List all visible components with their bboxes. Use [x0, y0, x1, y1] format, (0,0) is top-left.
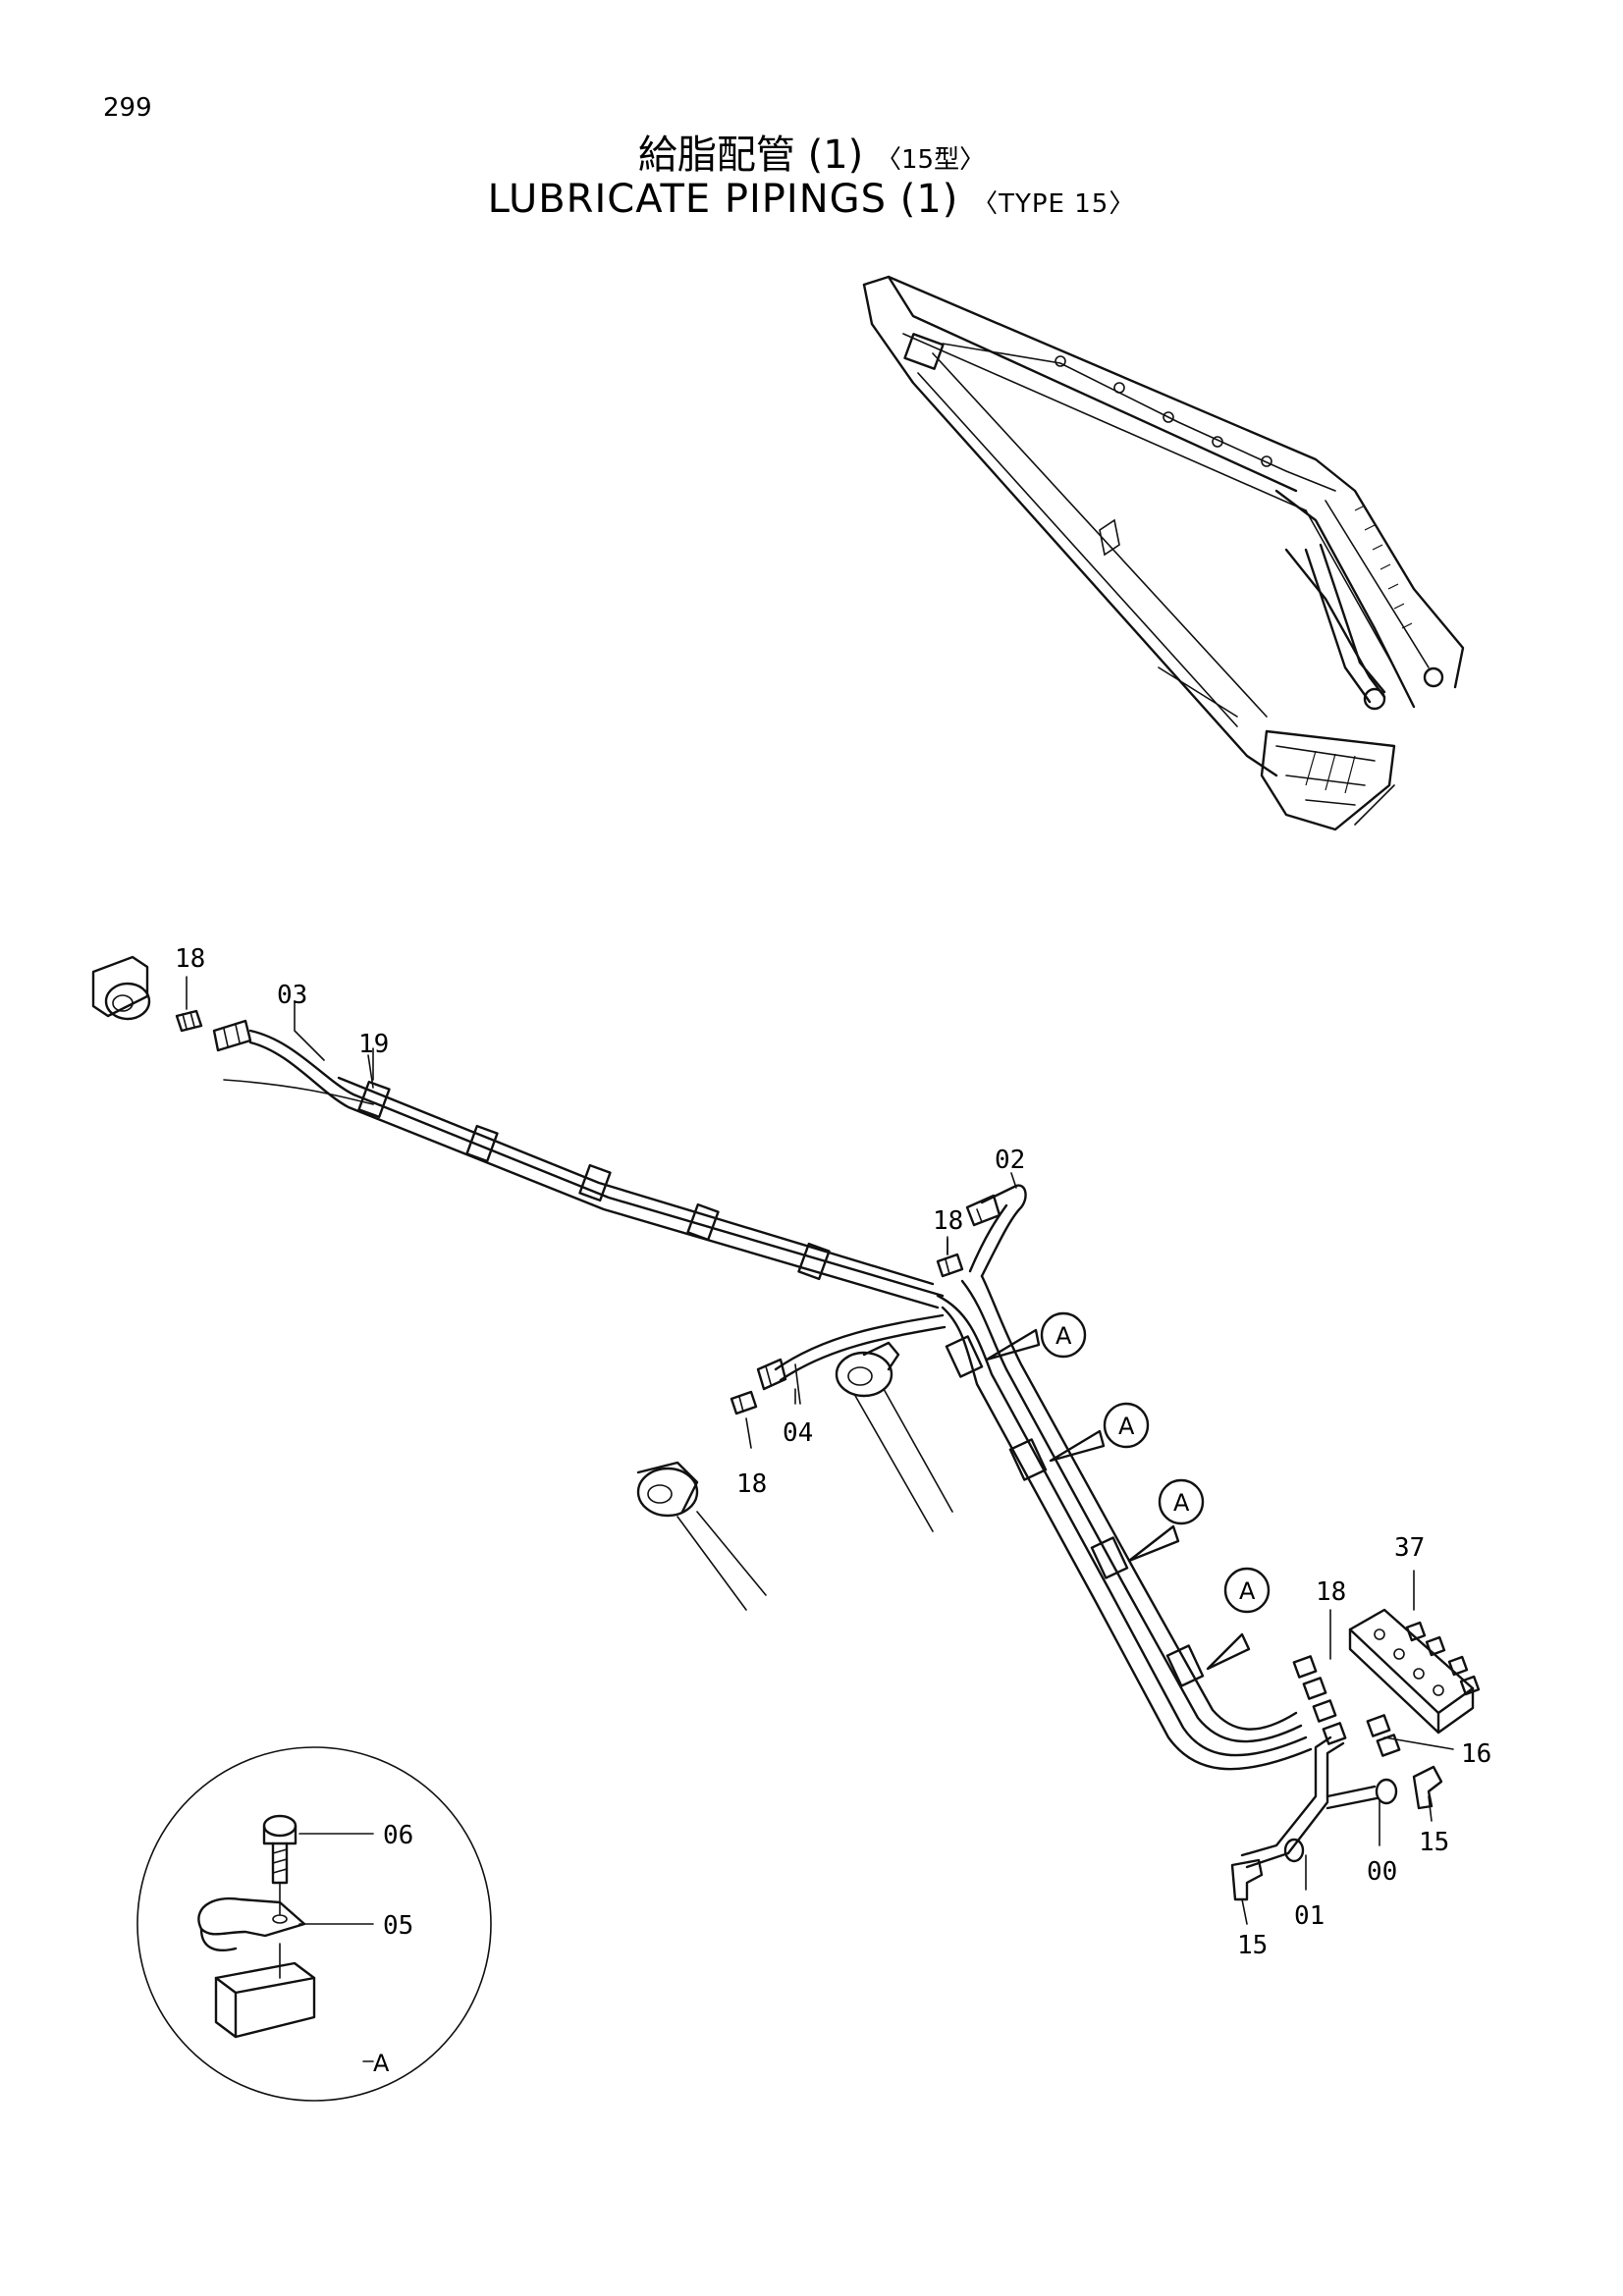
lubricate-piping-assembly	[91, 955, 1481, 1901]
arm-pin-boss-icon	[835, 1341, 953, 1532]
arrow-marker-icon	[985, 1311, 1271, 1671]
callout-03: 03	[277, 981, 307, 1010]
clamp-icon	[197, 1896, 306, 1951]
marker-a-2: A	[1118, 1413, 1135, 1440]
callout-37: 37	[1394, 1533, 1425, 1563]
callout-15-low: 15	[1237, 1931, 1268, 1960]
manifold-block-icon	[1292, 1608, 1481, 1757]
marker-a-3: A	[1173, 1489, 1190, 1517]
callout-05: 05	[383, 1911, 413, 1941]
title-en-text: LUBRICATE PIPINGS (1)	[487, 177, 959, 222]
boom-arm-assembly-icon	[862, 275, 1465, 831]
callout-18-left: 18	[175, 944, 205, 974]
leader-lines	[294, 1000, 1454, 1925]
detail-a-circle	[136, 1746, 492, 2102]
callout-04: 04	[783, 1418, 813, 1448]
detail-a-label: A	[373, 2050, 390, 2077]
title-en-type: 〈TYPE 15〉	[972, 189, 1136, 219]
callout-18-mid: 18	[933, 1206, 963, 1236]
title-jp-type: 〈15型〉	[876, 145, 986, 175]
boom-foot-pin-icon	[91, 955, 151, 1021]
marker-a-4: A	[1239, 1577, 1256, 1605]
callout-02: 02	[995, 1146, 1025, 1175]
callout-06: 06	[383, 1821, 413, 1850]
callout-18-right: 18	[1316, 1577, 1346, 1607]
boom-cylinder-boss-icon	[636, 1461, 767, 1611]
callout-19: 19	[358, 1030, 389, 1059]
callout-00: 00	[1367, 1857, 1397, 1887]
title-japanese: 給脂配管 (1) 〈15型〉	[0, 123, 1623, 180]
page-number: 299	[103, 93, 152, 123]
marker-a-1: A	[1055, 1322, 1072, 1350]
title-english: LUBRICATE PIPINGS (1) 〈TYPE 15〉	[0, 177, 1623, 222]
grease-fitting-icon	[175, 1009, 203, 1033]
callout-18-low: 18	[736, 1469, 767, 1499]
title-jp-text: 給脂配管 (1)	[637, 133, 864, 178]
bolt-icon	[262, 1814, 298, 1885]
callout-01: 01	[1294, 1901, 1325, 1931]
callout-15-right: 15	[1419, 1828, 1449, 1857]
callout-16: 16	[1461, 1739, 1491, 1769]
